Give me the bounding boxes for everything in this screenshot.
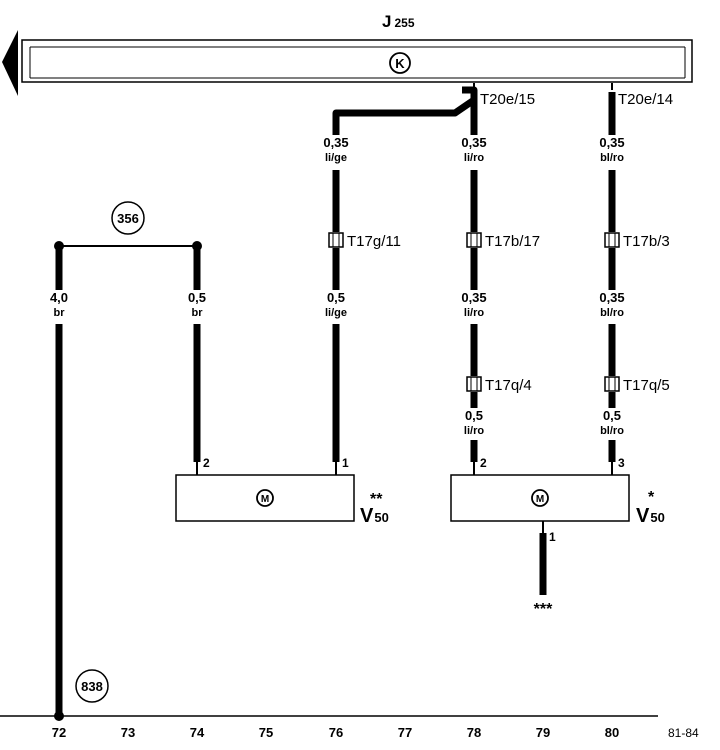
continuation-arrow-icon — [2, 30, 18, 96]
pin-label: 1 — [549, 530, 556, 544]
ref-356: 356 — [111, 201, 145, 235]
page-code: 81-84 — [668, 726, 699, 740]
wire-size-label: 0,35 — [461, 135, 486, 150]
connector-label-t20e-15: T20e/15 — [480, 91, 535, 108]
grid-number: 80 — [605, 725, 619, 740]
pin-label: 2 — [203, 456, 210, 470]
wire-size-label: 0,35 — [461, 290, 486, 305]
pin-label: 2 — [480, 456, 487, 470]
svg-text:356: 356 — [117, 211, 139, 226]
wire-size-label: 0,35 — [323, 135, 348, 150]
component-note-mark: *** — [534, 601, 553, 618]
component-mark: * — [648, 489, 655, 506]
grid-number: 79 — [536, 725, 550, 740]
connector-icon — [328, 232, 344, 248]
grid-number: 77 — [398, 725, 412, 740]
wire-color-label: bl/ro — [600, 307, 624, 319]
grid-number: 73 — [121, 725, 135, 740]
wire-size-label: 0,5 — [603, 408, 621, 423]
connector-label-t20e-14: T20e/14 — [618, 91, 673, 108]
wire-size-label: 0,5 — [327, 290, 345, 305]
component-mark: ** — [370, 491, 383, 508]
k-symbol-icon — [389, 52, 411, 74]
ref-838: 838 — [75, 669, 109, 703]
wire-size-label: 4,0 — [50, 290, 68, 305]
connector-label-t17b-3: T17b/3 — [623, 233, 670, 250]
connector-label-t17q-5: T17q/5 — [623, 377, 670, 394]
component-v50-right[interactable]: M — [450, 462, 630, 595]
grid-numbers: 72 73 74 75 76 77 78 79 80 — [52, 725, 619, 740]
pin-label: 1 — [342, 456, 349, 470]
wire-76[interactable] — [332, 86, 478, 462]
wire-color-label: li/ro — [464, 307, 484, 319]
grid-number: 72 — [52, 725, 66, 740]
wire-size-label: 0,5 — [465, 408, 483, 423]
svg-text:838: 838 — [81, 679, 103, 694]
connector-label-t17b-17: T17b/17 — [485, 233, 540, 250]
connector-icon — [466, 376, 482, 392]
k-symbol-label: K — [395, 56, 405, 71]
wire-size-label: 0,35 — [599, 135, 624, 150]
wire-color-label: br — [192, 307, 204, 319]
wire-color-label: br — [54, 307, 66, 319]
wire-color-label: li/ro — [464, 425, 484, 437]
wire-size-label: 0,35 — [599, 290, 624, 305]
wire-color-label: bl/ro — [600, 152, 624, 164]
grid-number: 78 — [467, 725, 481, 740]
svg-text:M: M — [536, 494, 544, 505]
wire-72-74-bridge[interactable] — [54, 241, 202, 721]
svg-text:M: M — [261, 494, 269, 505]
grid-number: 76 — [329, 725, 343, 740]
connector-icon — [604, 232, 620, 248]
connector-label-t17q-4: T17q/4 — [485, 377, 532, 394]
grid-number: 75 — [259, 725, 273, 740]
connector-label-t17g-11: T17g/11 — [347, 233, 401, 250]
connector-icon — [466, 232, 482, 248]
component-v50-left[interactable]: M — [175, 462, 355, 522]
component-label-v50-right: V50 — [636, 505, 665, 527]
wire-color-label: li/ro — [464, 152, 484, 164]
connector-icon — [604, 376, 620, 392]
control-unit-j255[interactable]: K — [21, 39, 693, 83]
motor-icon — [531, 489, 549, 507]
component-label-v50-left: V50 — [360, 505, 389, 527]
wire-color-label: li/ge — [325, 307, 347, 319]
pin-label: 3 — [618, 456, 625, 470]
wire-color-label: bl/ro — [600, 425, 624, 437]
wire-size-label: 0,5 — [188, 290, 206, 305]
wire-color-label: li/ge — [325, 152, 347, 164]
grid-number: 74 — [190, 725, 205, 740]
motor-icon — [256, 489, 274, 507]
